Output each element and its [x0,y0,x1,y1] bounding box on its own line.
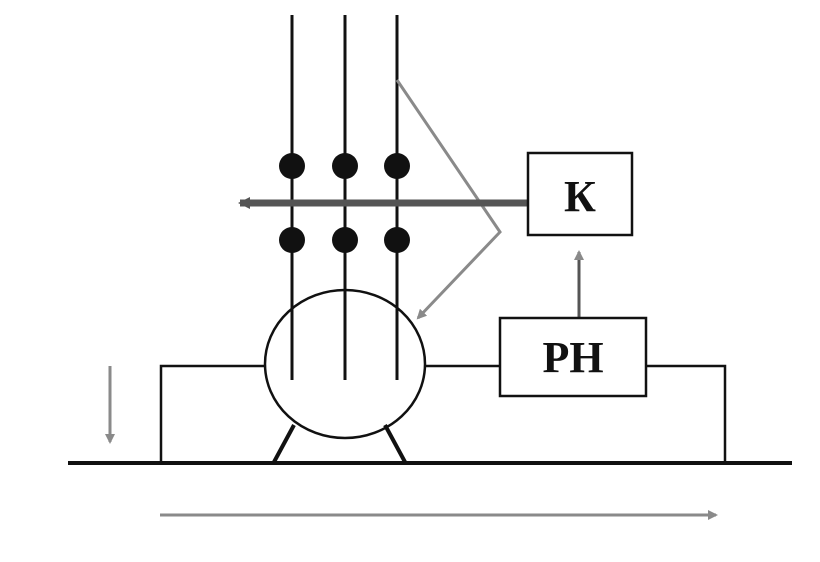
left-connection-line [159,364,266,463]
k-block [526,151,634,237]
rn-block-label: РН [542,333,603,382]
contact-upper-3 [384,153,410,179]
motor-leg-left [272,424,296,463]
contact-lower-3 [384,227,410,253]
rn-block [498,316,648,398]
contact-upper-2 [332,153,358,179]
rn-to-ground-line [646,364,727,463]
contact-upper-1 [279,153,305,179]
motor-leg-right [383,424,407,463]
contact-lower-2 [332,227,358,253]
contact-lower-1 [279,227,305,253]
gray-zigzag-arrow [395,79,502,320]
k-block-label: К [564,172,596,221]
